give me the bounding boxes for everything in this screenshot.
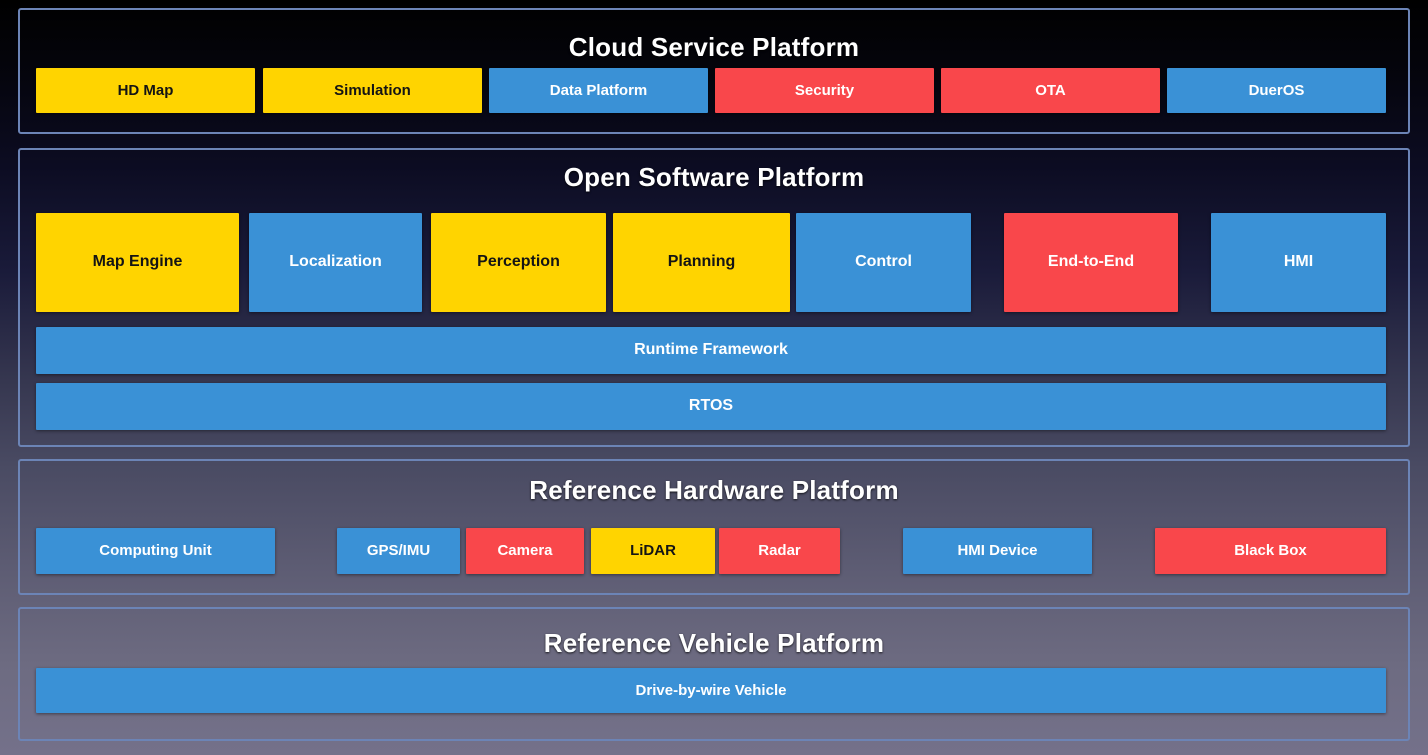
- hardware-item-radar[interactable]: Radar: [719, 528, 840, 574]
- software-module-end-to-end[interactable]: End-to-End: [1004, 213, 1178, 312]
- panel-open-software-platform: Open Software Platform: [18, 148, 1410, 447]
- cloud-item-security[interactable]: Security: [715, 68, 934, 113]
- hardware-item-computing-unit[interactable]: Computing Unit: [36, 528, 275, 574]
- cloud-item-data-platform[interactable]: Data Platform: [489, 68, 708, 113]
- software-module-control[interactable]: Control: [796, 213, 971, 312]
- cloud-item-simulation[interactable]: Simulation: [263, 68, 482, 113]
- software-module-localization[interactable]: Localization: [249, 213, 422, 312]
- software-bar-rtos[interactable]: RTOS: [36, 383, 1386, 430]
- cloud-item-dueros[interactable]: DuerOS: [1167, 68, 1386, 113]
- vehicle-item-drive-by-wire-vehicle[interactable]: Drive-by-wire Vehicle: [36, 668, 1386, 713]
- panel-cloud-service-platform: Cloud Service Platform: [18, 8, 1410, 134]
- cloud-item-hd-map[interactable]: HD Map: [36, 68, 255, 113]
- hardware-item-hmi-device[interactable]: HMI Device: [903, 528, 1092, 574]
- panel-title-cloud: Cloud Service Platform: [568, 32, 860, 62]
- software-module-map-engine[interactable]: Map Engine: [36, 213, 239, 312]
- panel-title-hardware: Reference Hardware Platform: [529, 475, 899, 505]
- panel-title-software: Open Software Platform: [563, 162, 865, 192]
- software-module-planning[interactable]: Planning: [613, 213, 790, 312]
- panel-reference-hardware-platform: Reference Hardware Platform: [18, 459, 1410, 595]
- panel-title-vehicle: Reference Vehicle Platform: [543, 628, 885, 658]
- hardware-item-camera[interactable]: Camera: [466, 528, 584, 574]
- hardware-item-black-box[interactable]: Black Box: [1155, 528, 1386, 574]
- panel-reference-vehicle-platform: Reference Vehicle Platform: [18, 607, 1410, 741]
- software-module-hmi[interactable]: HMI: [1211, 213, 1386, 312]
- cloud-item-ota[interactable]: OTA: [941, 68, 1160, 113]
- hardware-item-lidar[interactable]: LiDAR: [591, 528, 715, 574]
- hardware-item-gps-imu[interactable]: GPS/IMU: [337, 528, 460, 574]
- software-bar-runtime-framework[interactable]: Runtime Framework: [36, 327, 1386, 374]
- software-module-perception[interactable]: Perception: [431, 213, 606, 312]
